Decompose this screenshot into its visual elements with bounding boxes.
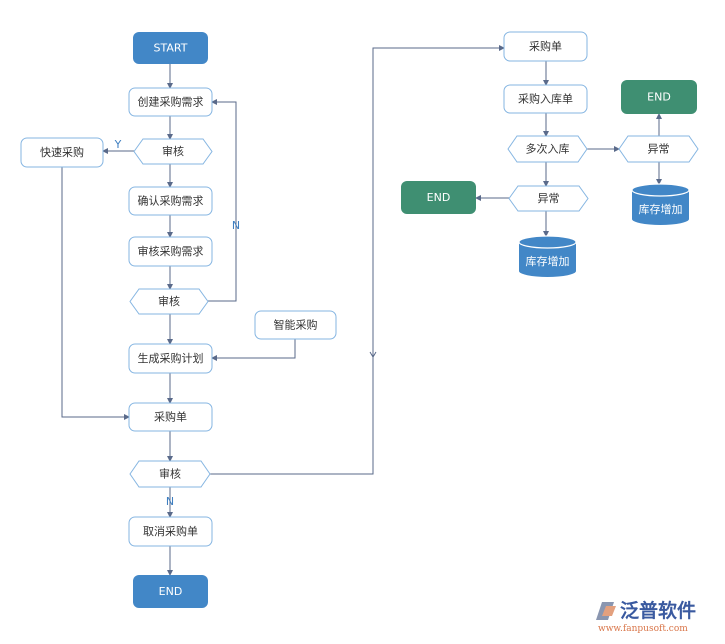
edge-connector [61,167,130,420]
node-label: 采购入库单 [518,92,573,106]
node-r-stock-left[interactable]: 库存增加 [518,235,577,277]
node-label: START [154,42,188,55]
node-label: 审核采购需求 [138,244,204,258]
node-r-end-left[interactable]: END [401,181,476,214]
node-end-main[interactable]: END [133,575,208,608]
node-review1[interactable]: 审核 [133,138,213,165]
logo-name: 泛普软件 [620,599,696,622]
node-label: 取消采购单 [143,524,198,538]
node-label: 智能采购 [274,318,318,332]
node-label: 采购单 [529,39,562,53]
node-label: 异常 [538,192,560,205]
edge-connector [208,99,237,302]
node-r-inbound-order[interactable]: 采购入库单 [503,84,588,114]
node-quick-purchase[interactable]: 快速采购 [20,137,104,168]
node-label: 生成采购计划 [138,351,204,365]
node-label: 确认采购需求 [138,194,204,208]
node-label: 多次入库 [526,142,570,156]
node-create-req[interactable]: 创建采购需求 [128,87,213,117]
node-r-exception-left[interactable]: 异常 [508,185,589,212]
node-r-stock-right[interactable]: 库存增加 [631,183,690,225]
node-smart-purchase[interactable]: 智能采购 [254,310,337,340]
logo: 泛普软件 www.fanpusoft.com [596,599,696,634]
node-label: END [647,91,671,104]
node-label: 库存增加 [526,254,570,268]
node-label: END [427,191,451,204]
node-label: 审核 [162,144,184,158]
node-gen-plan[interactable]: 生成采购计划 [128,343,213,374]
node-cancel-order[interactable]: 取消采购单 [128,516,213,547]
node-label: END [159,585,183,598]
node-label: 异常 [648,143,670,156]
node-r-multi-inbound[interactable]: 多次入库 [507,135,588,163]
node-label: 审核 [158,294,180,308]
node-review3[interactable]: 审核 [129,460,211,488]
node-start[interactable]: START [133,32,208,64]
logo-url: www.fanpusoft.com [598,624,688,634]
node-confirm-req[interactable]: 确认采购需求 [128,186,213,216]
node-r-end-right[interactable]: END [621,80,697,114]
node-label: 创建采购需求 [138,95,204,109]
edge-direction-icon [369,351,377,358]
edge-label-no-loop: N [232,219,240,232]
edge-label-no-cancel: N [166,495,174,508]
node-purchase-order[interactable]: 采购单 [128,402,213,432]
edge-label-yes: Y [114,138,122,151]
node-r-purchase-order[interactable]: 采购单 [503,31,588,62]
edge-connector [210,45,505,475]
node-label: 采购单 [154,410,187,424]
edge-connector [211,339,296,361]
node-review2[interactable]: 审核 [129,288,209,315]
node-r-exception-right[interactable]: 异常 [618,135,699,163]
node-review-req[interactable]: 审核采购需求 [128,236,213,267]
node-label: 审核 [159,467,181,481]
node-label: 快速采购 [40,145,84,159]
node-label: 库存增加 [639,202,683,216]
